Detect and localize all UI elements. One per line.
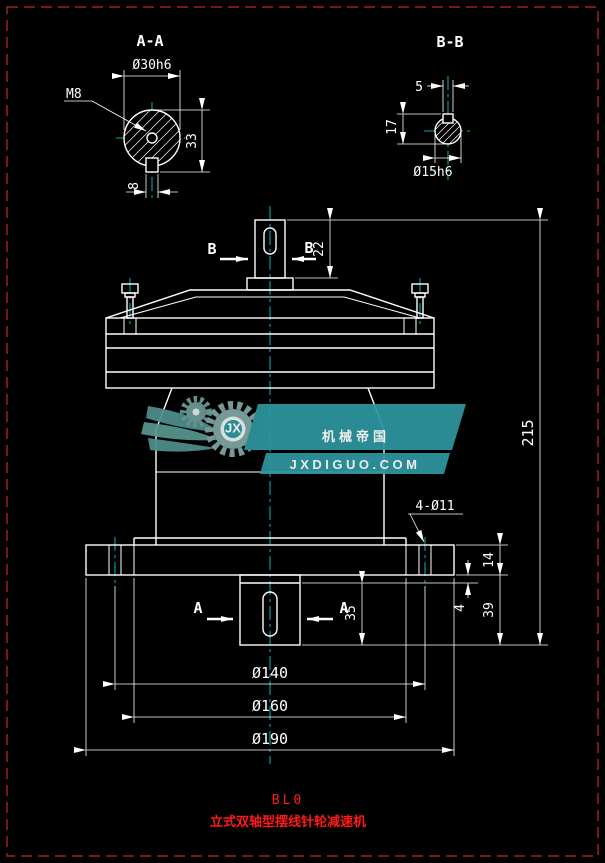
dim-215: 215 [519, 419, 537, 446]
top-keyway-slot [263, 227, 277, 255]
dim-base-dia: Ø190 [252, 730, 288, 748]
cut-label-b-left: B [207, 240, 216, 258]
logo-monogram: JX [225, 421, 241, 436]
cut-label-a-left: A [193, 599, 202, 617]
dim-key-width-5: 5 [415, 80, 423, 95]
section-bb-view: B-B 5 17 Ø15h6 [385, 33, 469, 180]
bottom-keyway-slot [262, 591, 278, 637]
dim-shaft-diameter: Ø30h6 [132, 58, 171, 73]
dim-key-width-8: 8 [127, 182, 142, 190]
dim-35: 35 [344, 605, 359, 621]
drawing-border [6, 6, 599, 857]
dim-bolt-holes: 4-Ø11 [415, 499, 454, 514]
cut-label-a-right: A [339, 599, 348, 617]
upper-housing [105, 317, 435, 389]
dim-14: 14 [482, 552, 497, 568]
model-number: BL0 [272, 793, 304, 808]
watermark: JX 机械帝国 JXDIGUO.COM [141, 396, 466, 474]
top-cover [105, 289, 435, 319]
dim-bolt-circle: Ø140 [252, 664, 288, 682]
key [145, 157, 159, 173]
cut-label-b-right: B [304, 239, 313, 257]
key [442, 113, 454, 124]
dim-39: 39 [482, 602, 497, 618]
main-front-view [85, 219, 455, 646]
dim-22: 22 [312, 241, 327, 257]
right-bolt [411, 283, 429, 319]
bottom-shaft-boss [239, 574, 301, 646]
dim-overall-33: 33 [185, 133, 200, 149]
main-view-dimensions: B B 22 215 4-Ø11 14 39 4 35 A [74, 208, 548, 756]
watermark-website: JXDIGUO.COM [290, 457, 421, 472]
left-bolt [121, 283, 139, 319]
dim-overall-17: 17 [385, 119, 400, 135]
dim-thread: M8 [66, 87, 82, 102]
section-bb-title: B-B [436, 33, 463, 51]
dim-shaft-diameter: Ø15h6 [413, 165, 452, 180]
gear-icon: JX [180, 396, 261, 457]
watermark-brand: 机械帝国 [322, 429, 390, 444]
product-name: 立式双轴型摆线针轮减速机 [210, 814, 366, 829]
section-aa-title: A-A [136, 32, 163, 50]
watermark-band [244, 404, 466, 450]
tapped-hole [146, 132, 158, 144]
watermark-url-bar [260, 453, 450, 474]
title-block: BL0 立式双轴型摆线针轮减速机 [210, 793, 366, 829]
dim-spigot-dia: Ø160 [252, 697, 288, 715]
section-aa-view: A-A Ø30h6 M8 33 8 [64, 32, 210, 198]
dim-4: 4 [453, 604, 468, 612]
